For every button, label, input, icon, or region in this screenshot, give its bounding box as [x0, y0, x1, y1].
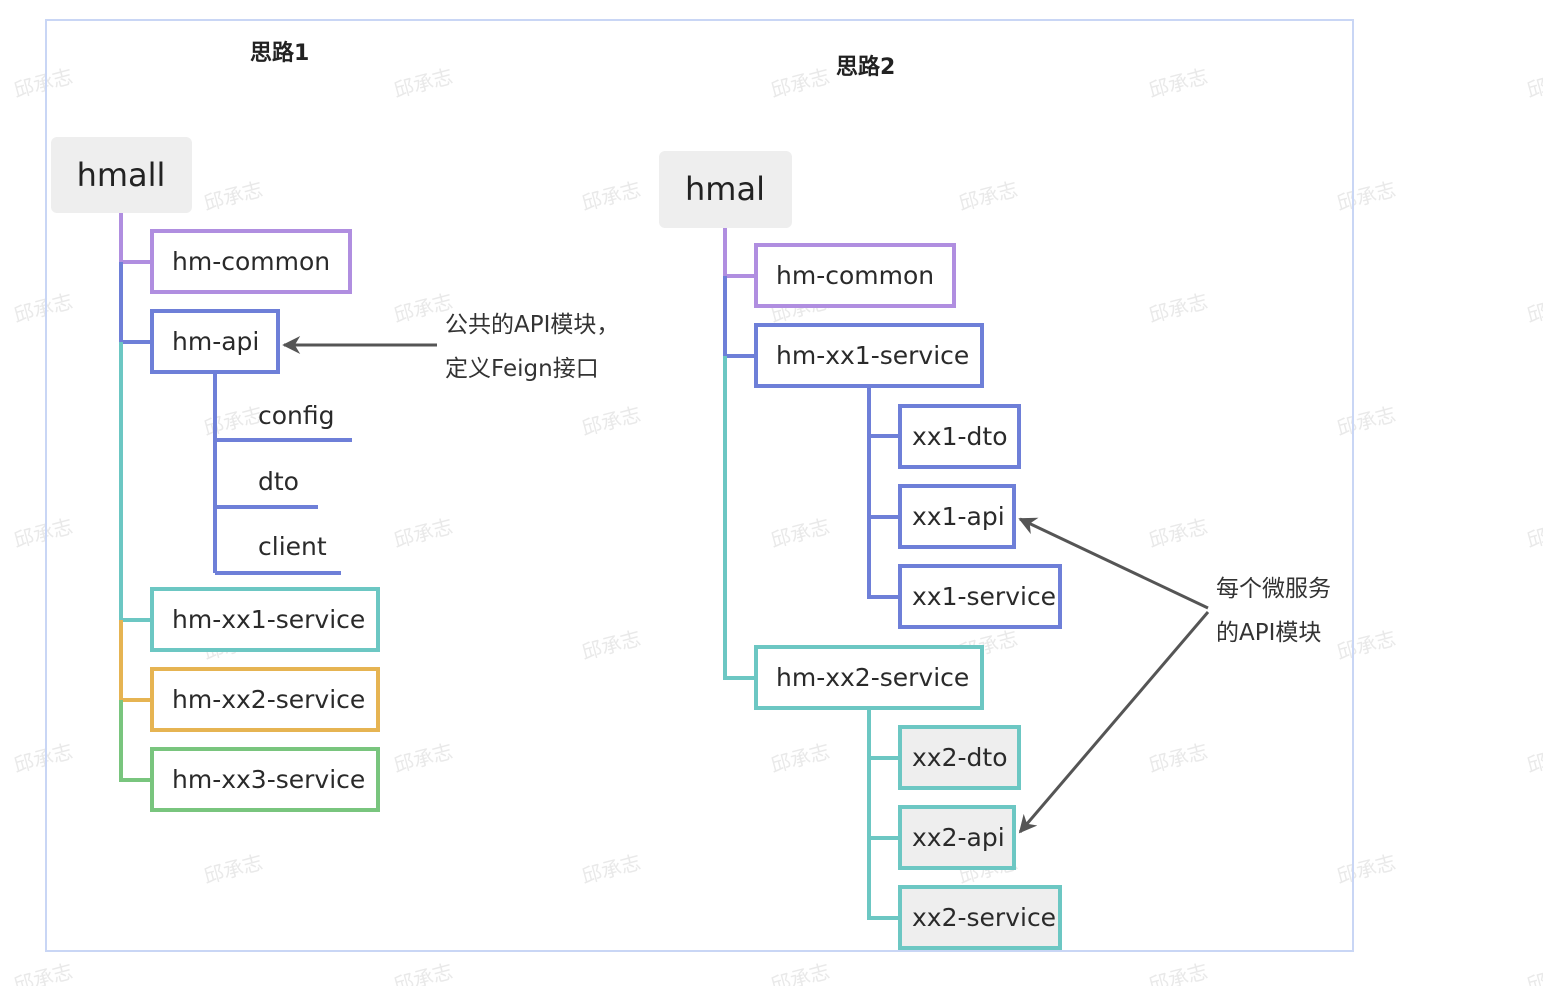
connector-xx3: [119, 700, 152, 782]
node-hm-xx1-service: hm-xx1-service: [754, 323, 984, 388]
diagram-1: 思路1 hmall hm-common hm-api config: [51, 40, 619, 812]
connector-api: [119, 262, 152, 344]
node-label: hm-api: [172, 327, 259, 356]
node-label: hm-common: [776, 261, 934, 290]
connector-xx1: [723, 276, 756, 358]
connector-common: [119, 213, 152, 264]
node-xx2-dto: xx2-dto: [898, 725, 1021, 790]
connector-xx1-children: [867, 387, 900, 599]
node-client: client: [258, 532, 327, 561]
connector-xx2: [119, 620, 152, 702]
annotation-2-line-1: 每个微服务: [1216, 576, 1331, 602]
connector-common: [723, 228, 756, 278]
node-label: xx1-service: [912, 582, 1056, 611]
node-label: xx1-dto: [912, 422, 1007, 451]
node-hm-xx1-service: hm-xx1-service: [150, 587, 380, 652]
node-label: hm-xx3-service: [172, 765, 365, 794]
node-label: xx2-dto: [912, 743, 1007, 772]
node-xx1-api: xx1-api: [898, 484, 1016, 549]
node-label: hm-common: [172, 247, 330, 276]
node-label: hm-xx1-service: [776, 341, 969, 370]
node-xx2-service: xx2-service: [898, 885, 1062, 950]
diagram-2: 思路2 hmal hm-common hm-xx1-service: [659, 54, 1331, 950]
node-hm-xx3-service: hm-xx3-service: [150, 747, 380, 812]
node-dto: dto: [258, 467, 299, 496]
annotation-2-line-2: 的API模块: [1216, 620, 1321, 646]
diagram-1-title: 思路1: [250, 40, 309, 66]
node-label: xx1-api: [912, 502, 1005, 531]
node-label: hm-xx2-service: [776, 663, 969, 692]
node-label: hm-xx1-service: [172, 605, 365, 634]
node-xx1-dto: xx1-dto: [898, 404, 1021, 469]
node-hm-api: hm-api: [150, 309, 280, 374]
node-hm-xx2-service: hm-xx2-service: [150, 667, 380, 732]
node-hm-common: hm-common: [754, 243, 956, 308]
root-label: hmall: [77, 156, 166, 194]
node-xx2-api: xx2-api: [898, 805, 1016, 870]
diagram-2-title: 思路2: [836, 54, 895, 80]
connector-xx2-children: [867, 708, 900, 920]
annotation-arrow-2a: [1018, 517, 1209, 610]
annotation-1-line-2: 定义Feign接口: [445, 356, 599, 382]
node-label: xx2-api: [912, 823, 1005, 852]
node-hm-common: hm-common: [150, 229, 352, 294]
diagram-2-root: hmal: [659, 151, 792, 228]
connector-xx1: [119, 342, 152, 622]
diagram-1-connectors: [119, 213, 352, 782]
node-label: hm-xx2-service: [172, 685, 365, 714]
diagram-2-connectors: [723, 228, 900, 920]
node-config: config: [258, 401, 335, 430]
node-xx1-service: xx1-service: [898, 564, 1062, 629]
node-label: xx2-service: [912, 903, 1056, 932]
annotation-arrow-2b: [1018, 611, 1210, 834]
diagram-frame: [45, 19, 1354, 952]
node-hm-xx2-service: hm-xx2-service: [754, 645, 984, 710]
annotation-1-line-1: 公共的API模块，: [445, 312, 619, 338]
connector-xx2: [723, 356, 756, 680]
diagram-1-root: hmall: [51, 137, 192, 213]
root-label: hmal: [685, 170, 765, 208]
